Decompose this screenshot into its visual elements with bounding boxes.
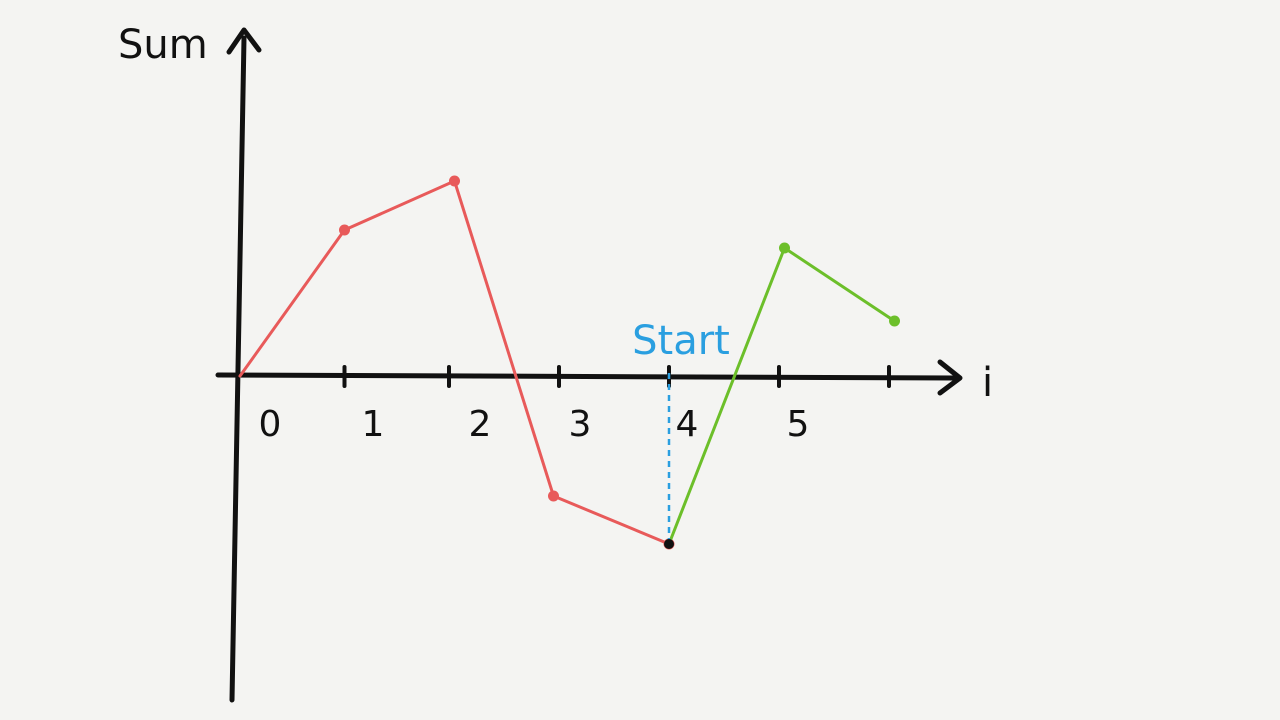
data-point <box>548 490 559 502</box>
x-tick-label: 2 <box>469 404 492 445</box>
x-tick-label: 4 <box>676 404 699 445</box>
x-ticks: 0 1 2 3 4 5 <box>259 365 891 445</box>
x-tick-label: 3 <box>569 404 592 445</box>
x-tick-label: 1 <box>362 404 385 445</box>
start-marker: Start <box>632 318 730 549</box>
series <box>238 175 900 550</box>
start-point <box>664 539 674 549</box>
x-tick-label: 5 <box>787 404 810 445</box>
x-axis-title: i <box>982 360 993 406</box>
x-axis-arrow <box>937 359 963 396</box>
series-line <box>667 246 896 546</box>
x-tick-label: 0 <box>259 404 282 445</box>
axes: Sum i <box>118 22 993 703</box>
y-axis-arrow <box>226 27 262 55</box>
start-label: Start <box>632 318 730 364</box>
data-point <box>449 175 460 187</box>
x-axis-line <box>215 372 958 381</box>
data-point <box>889 315 900 327</box>
y-axis-line <box>229 35 247 703</box>
data-point <box>779 242 790 254</box>
y-axis-title: Sum <box>118 22 208 68</box>
data-point <box>339 224 350 236</box>
series-line <box>238 179 671 546</box>
